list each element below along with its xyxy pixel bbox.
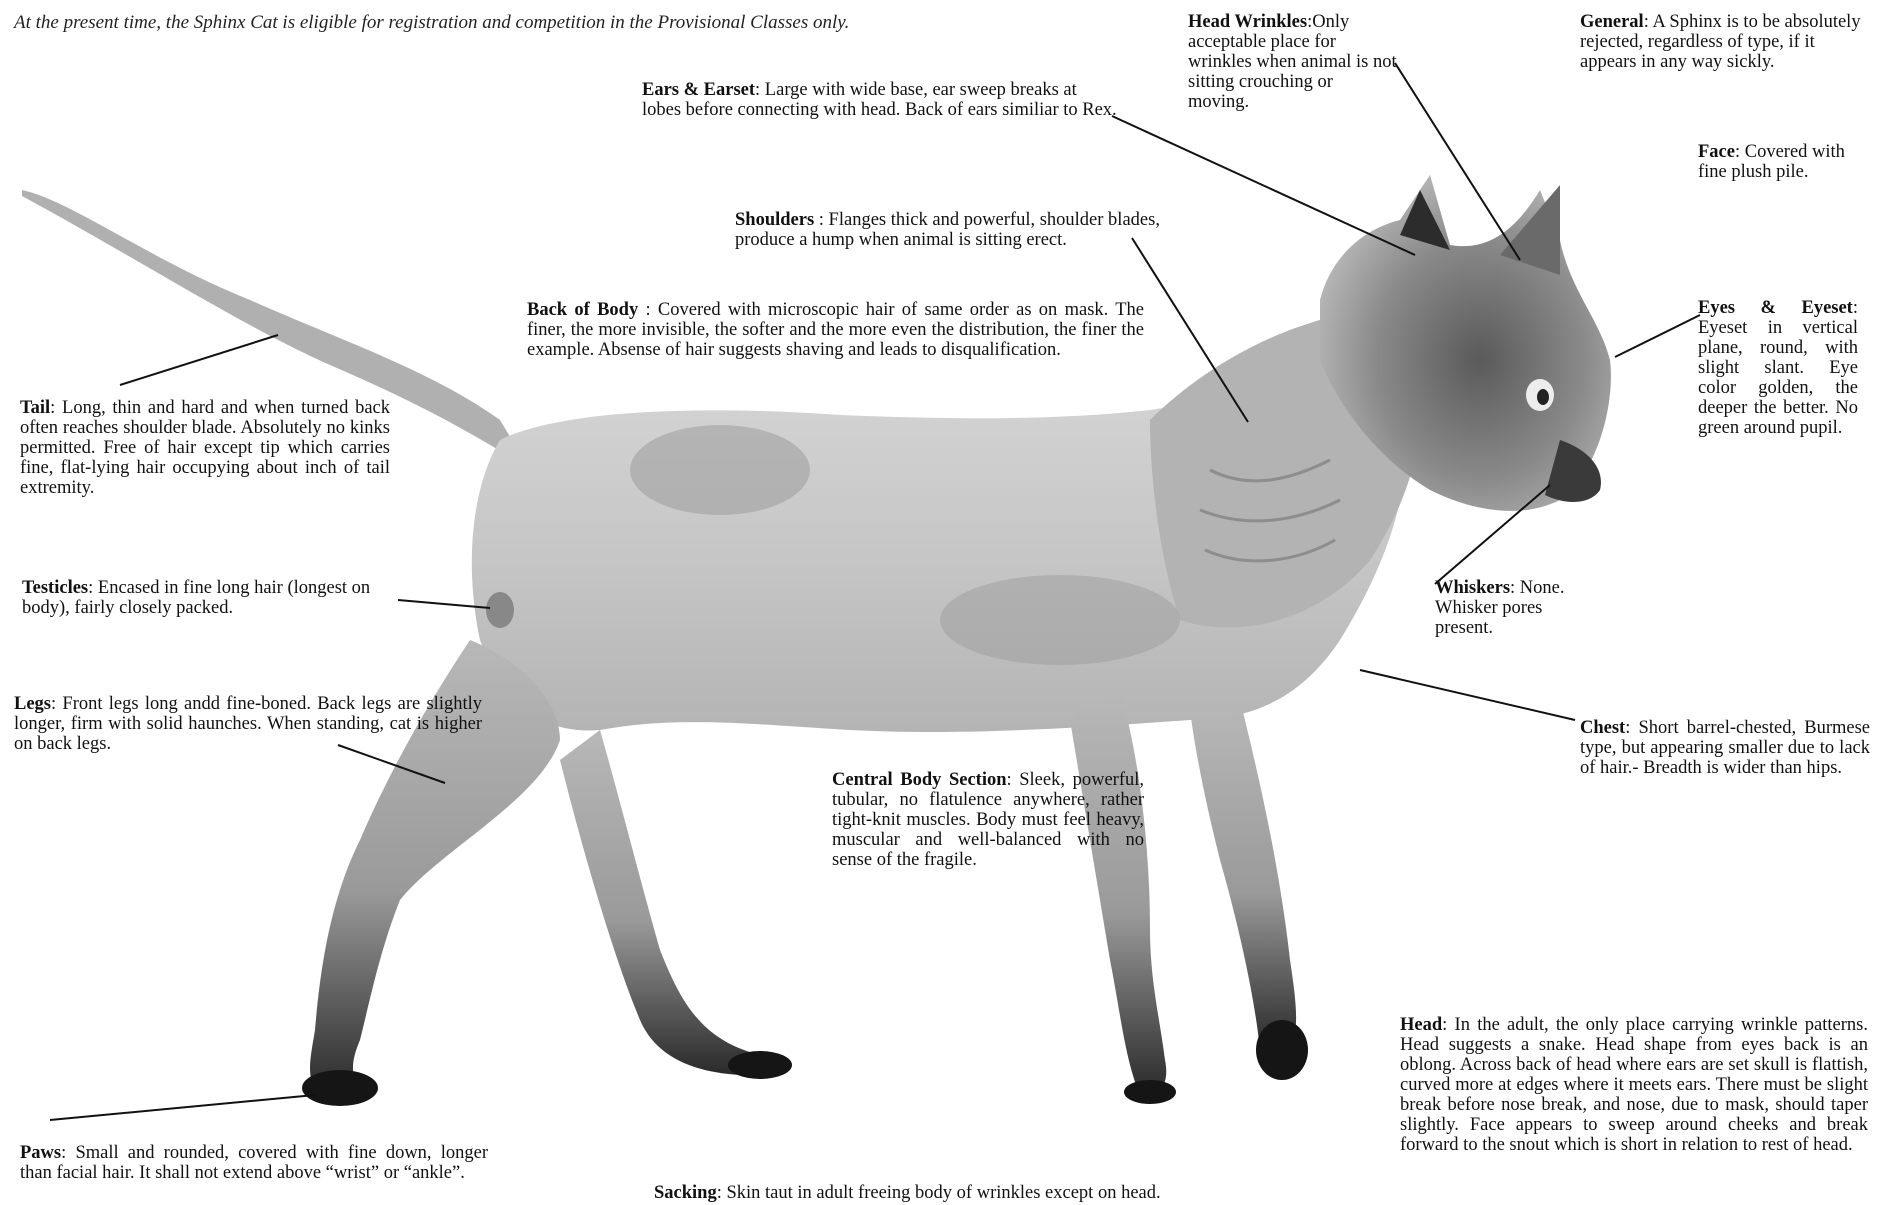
cat-near-front-paw — [1124, 1080, 1176, 1104]
note-eyes-eyeset: Eyes & Eyeset: Eyeset in vertical plane,… — [1698, 298, 1858, 438]
cat-far-front-paw — [1256, 1020, 1308, 1080]
note-testicles: Testicles: Encased in fine long hair (lo… — [22, 578, 397, 618]
note-paws: Paws: Small and rounded, covered with fi… — [20, 1143, 488, 1183]
note-tail: Tail: Long, thin and hard and when turne… — [20, 398, 390, 498]
note-whiskers: Whiskers: None. Whisker pores present. — [1435, 578, 1605, 638]
cat-near-hind-paw — [302, 1070, 378, 1106]
note-head: Head: In the adult, the only place carry… — [1400, 1015, 1868, 1155]
cat-far-hind-leg — [560, 730, 777, 1075]
leader-eyes — [1615, 315, 1700, 357]
note-general: General: A Sphinx is to be absolutely re… — [1580, 12, 1870, 72]
note-legs: Legs: Front legs long andd fine-boned. B… — [14, 694, 482, 754]
cat-near-front-leg — [1070, 690, 1166, 1095]
note-sacking: Sacking: Skin taut in adult freeing body… — [654, 1183, 1274, 1203]
note-ears-earset: Ears & Earset: Large with wide base, ear… — [642, 80, 1117, 120]
note-back-of-body: Back of Body : Covered with microscopic … — [527, 300, 1144, 360]
cat-far-front-leg — [1190, 700, 1296, 1050]
note-chest: Chest: Short barrel-chested, Burmese typ… — [1580, 718, 1870, 778]
note-shoulders: Shoulders : Flanges thick and powerful, … — [735, 210, 1210, 250]
leader-chest — [1360, 670, 1575, 720]
note-central-body-section: Central Body Section: Sleek, powerful, t… — [832, 770, 1144, 870]
cat-far-hind-paw — [728, 1051, 792, 1079]
cat-pupil — [1537, 389, 1549, 405]
note-face: Face: Covered with fine plush pile. — [1698, 142, 1878, 182]
leader-paws — [50, 1095, 315, 1120]
leader-tail — [120, 335, 278, 385]
note-head-wrinkles: Head Wrinkles:Only acceptable place for … — [1188, 12, 1398, 112]
